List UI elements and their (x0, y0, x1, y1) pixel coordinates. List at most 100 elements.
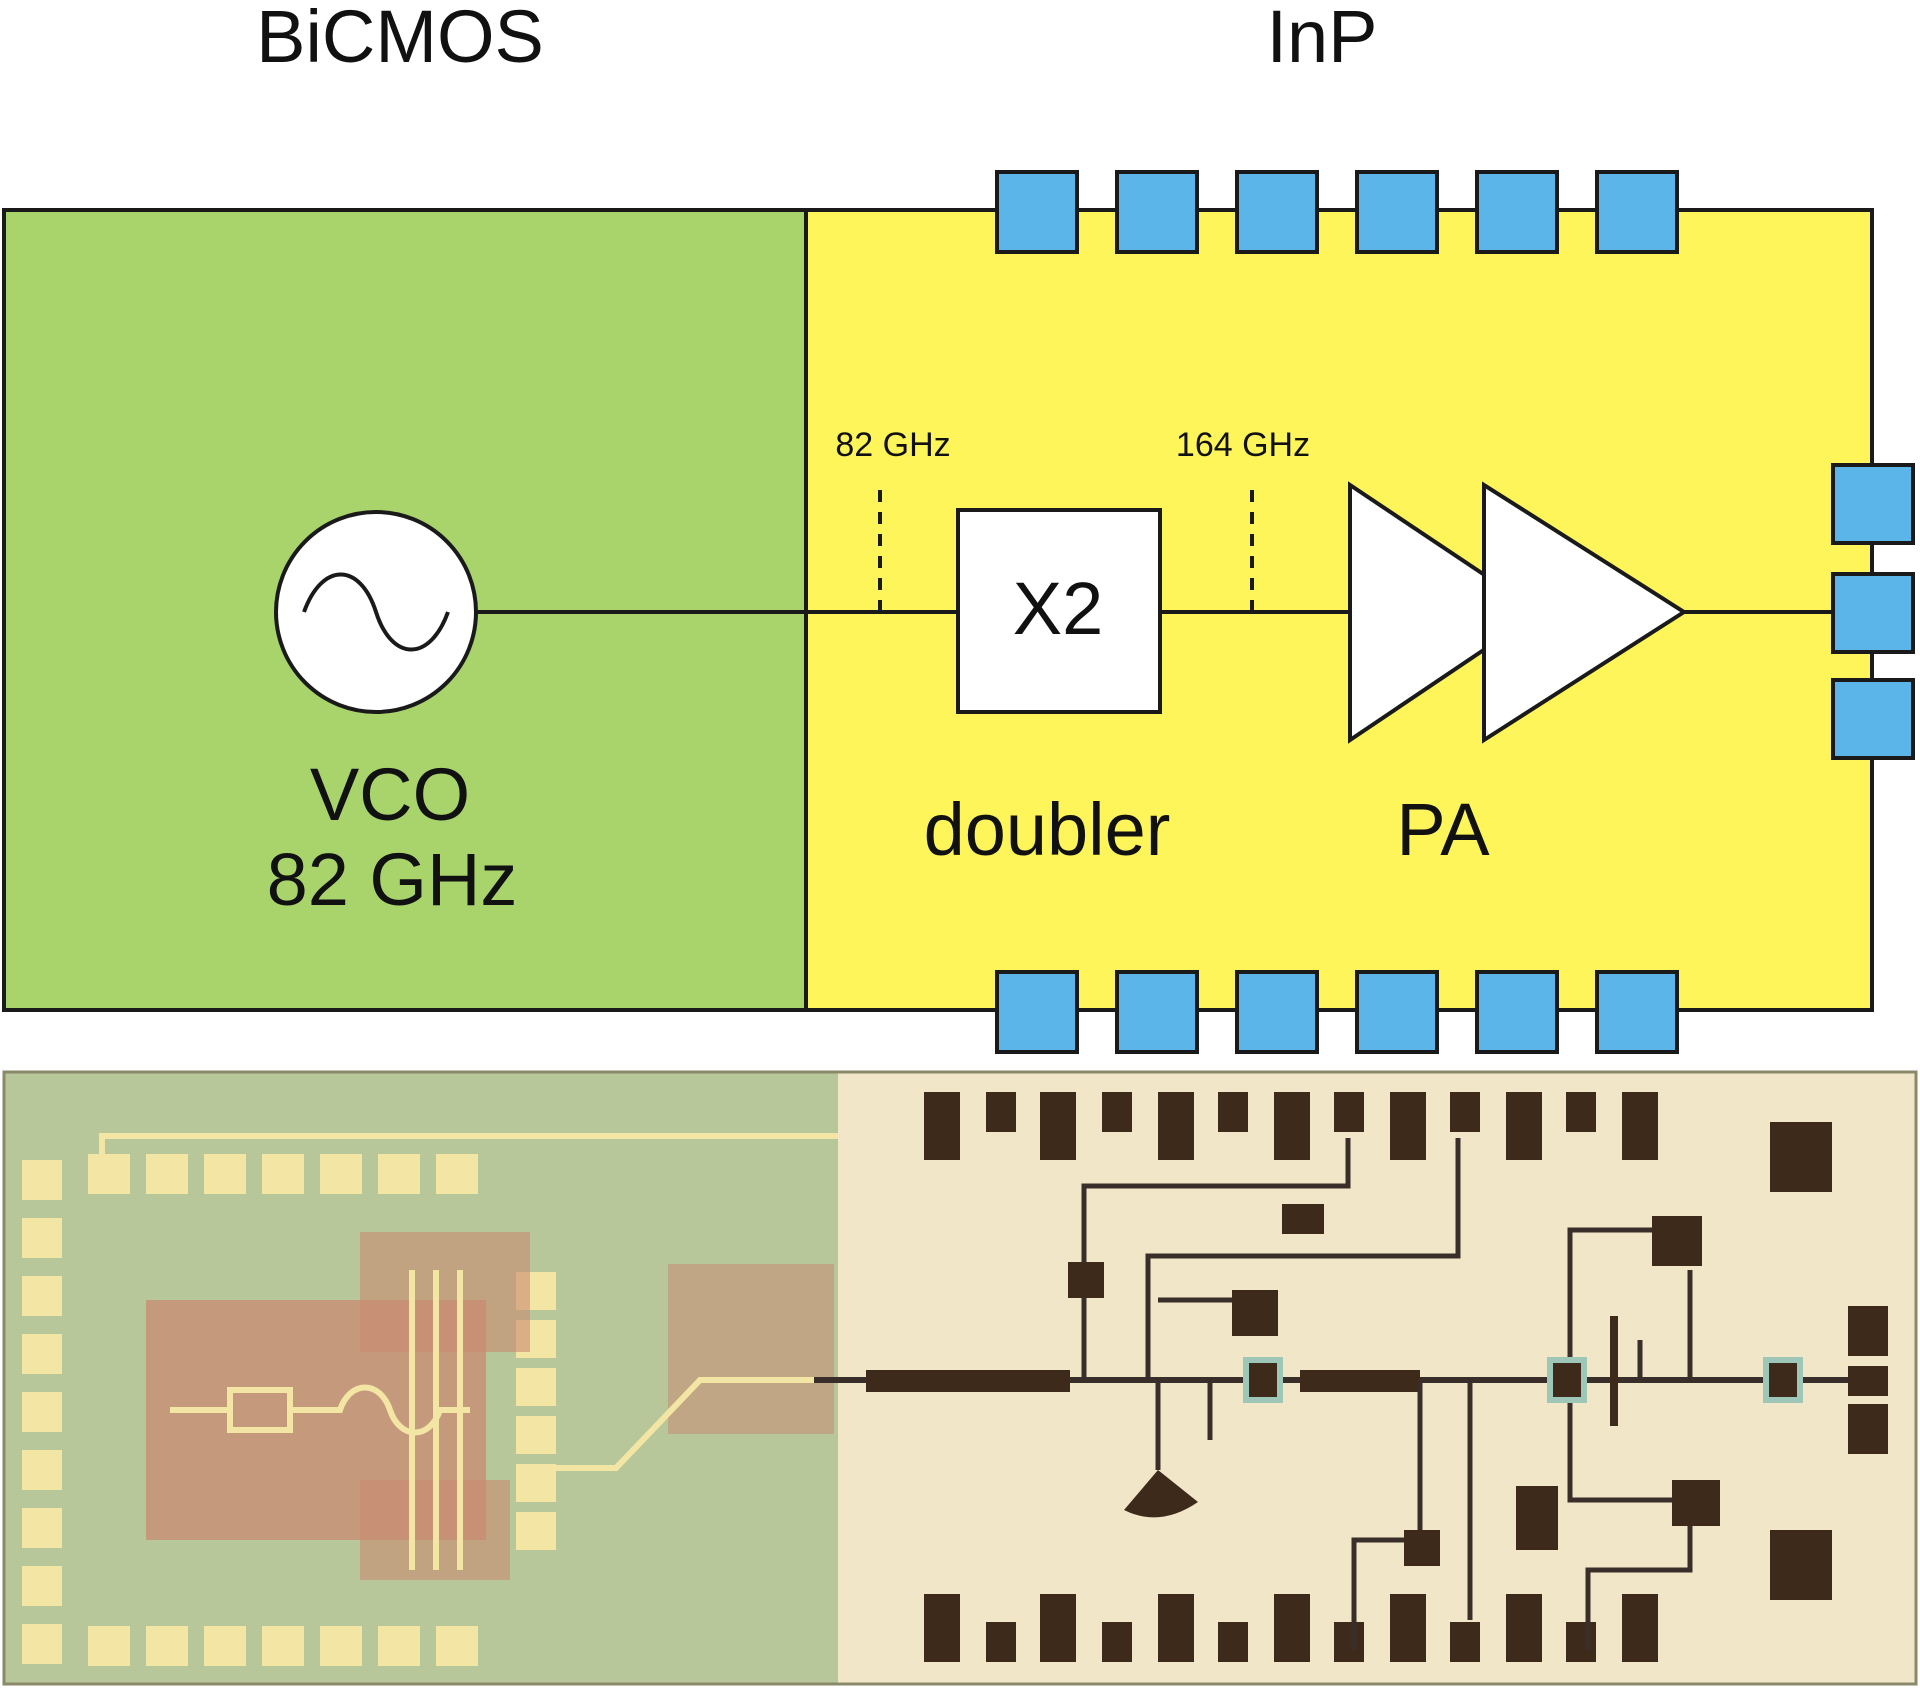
block-diagram: VCO 82 GHz 82 GHz 164 GHz X2 doubler PA (2, 170, 1915, 1054)
vco-inductor (170, 1384, 470, 1436)
die-pad (1506, 1092, 1542, 1160)
die-pad (22, 1276, 62, 1316)
pad (1355, 970, 1439, 1054)
die-pad (1770, 1530, 1832, 1600)
die-pad (1040, 1092, 1076, 1160)
die-pad (1622, 1594, 1658, 1662)
die-pad (516, 1512, 556, 1550)
die-pad (22, 1160, 62, 1200)
vco-label: VCO (310, 753, 470, 836)
die-pad (378, 1154, 420, 1194)
die-device (1763, 1357, 1803, 1403)
die-device (1282, 1204, 1324, 1234)
die-pad (1622, 1092, 1658, 1160)
bicmos-pads-bottom (88, 1626, 478, 1666)
inp-pads-right (1770, 1122, 1888, 1600)
transition-grid (668, 1264, 834, 1434)
pad (1475, 170, 1559, 254)
top-pads (995, 170, 1679, 254)
bicmos-title: BiCMOS (256, 0, 544, 78)
pad (1115, 970, 1199, 1054)
bicmos-pads-left (22, 1160, 62, 1664)
die-pad (378, 1626, 420, 1666)
die-pad (436, 1154, 478, 1194)
die-device (1243, 1357, 1283, 1403)
die-pad (1158, 1594, 1194, 1662)
sine-icon (302, 572, 450, 652)
die-pad (1848, 1366, 1888, 1396)
die-pad (1102, 1622, 1132, 1662)
pa-stage-1 (1348, 481, 1544, 744)
die-pad (1390, 1594, 1426, 1662)
die-pad (1274, 1092, 1310, 1160)
die-pad (436, 1626, 478, 1666)
doubler-box-label: X2 (1013, 567, 1104, 650)
freq-out-label: 164 GHz (1176, 426, 1310, 464)
die-pad (1218, 1092, 1248, 1132)
bicmos-pads-top (88, 1154, 478, 1194)
pad (1235, 970, 1319, 1054)
die-pad (1334, 1092, 1364, 1132)
die-pad (1506, 1594, 1542, 1662)
die-pad (262, 1154, 304, 1194)
die-pad (88, 1626, 130, 1666)
die-pad (22, 1218, 62, 1258)
die-pad (22, 1334, 62, 1374)
die-pad (516, 1416, 556, 1454)
die-pad (22, 1566, 62, 1606)
die-pad (1390, 1092, 1426, 1160)
die-device (1068, 1262, 1104, 1298)
die-pad (1848, 1404, 1888, 1454)
die-pad (516, 1464, 556, 1502)
die-pad (146, 1154, 188, 1194)
inp-line-section (1300, 1370, 1420, 1392)
die-stub (1610, 1316, 1618, 1426)
pad (1831, 572, 1915, 654)
vco-frequency-label: 82 GHz (267, 838, 518, 921)
pa-label: PA (1396, 788, 1490, 871)
die-pad (204, 1154, 246, 1194)
die-border (2, 1070, 1918, 1686)
die-pad (320, 1154, 362, 1194)
die-pad (320, 1626, 362, 1666)
die-pad (1274, 1594, 1310, 1662)
pad (1235, 170, 1319, 254)
die-device (1516, 1486, 1558, 1550)
die-pad (1040, 1594, 1076, 1662)
pad (995, 970, 1079, 1054)
pad (1115, 170, 1199, 254)
pad (1595, 170, 1679, 254)
die-pad (22, 1392, 62, 1432)
die-pad (1158, 1092, 1194, 1160)
die-pad (1770, 1122, 1832, 1192)
pad (1595, 970, 1679, 1054)
pad (1831, 463, 1915, 545)
die-pad (516, 1368, 556, 1406)
die-pad (1566, 1622, 1596, 1662)
die-pad (986, 1622, 1016, 1662)
die-pad (262, 1626, 304, 1666)
die-pad (924, 1092, 960, 1160)
inp-bias-lines (1081, 1138, 1693, 1650)
die-pad (22, 1450, 62, 1490)
die-pad (924, 1594, 960, 1662)
die-signal-trace (556, 1377, 814, 1471)
pad (1831, 678, 1915, 760)
die-pad (986, 1092, 1016, 1132)
die-pad (1848, 1306, 1888, 1356)
inp-title: InP (1266, 0, 1377, 78)
vco-core-upper (360, 1232, 530, 1352)
die-device (1672, 1480, 1720, 1526)
right-pads (1831, 463, 1915, 760)
doubler-label: doubler (924, 788, 1171, 871)
doubler-block (956, 508, 1162, 714)
pad (1355, 170, 1439, 254)
die-pad (1334, 1622, 1364, 1662)
pa-stage-2 (1482, 481, 1688, 744)
die-device (1547, 1357, 1587, 1403)
die-photo (2, 1070, 1918, 1686)
die-feed-line (99, 1133, 838, 1154)
bottom-pads (995, 970, 1679, 1054)
die-device (1404, 1530, 1440, 1566)
die-pad (1566, 1092, 1596, 1132)
